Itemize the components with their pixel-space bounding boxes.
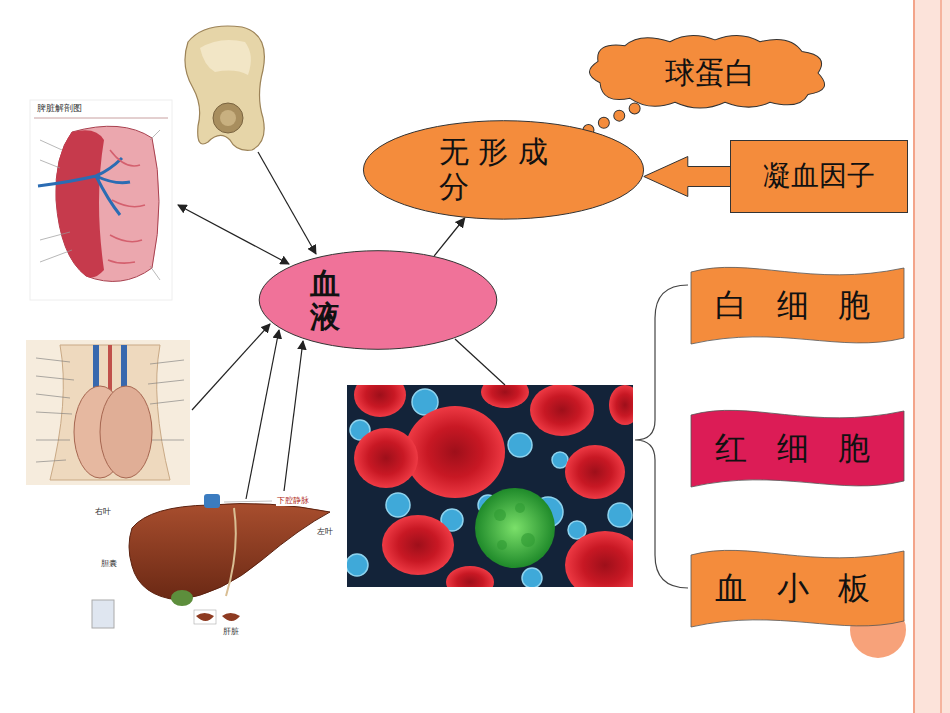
organ-arrows-part <box>178 205 289 264</box>
spleen-anatomy-picture-part <box>30 100 172 300</box>
blood-cell-photo-part-part <box>565 445 625 499</box>
organ-arrows-part <box>455 339 505 385</box>
node-text: 球蛋白 <box>665 56 755 91</box>
spleen-anatomy-picture-part <box>108 150 145 263</box>
block-arrow <box>644 157 732 197</box>
blood-cell-photo-part-part <box>568 521 586 539</box>
blood-cell-photo-part-part <box>347 554 368 576</box>
pelvis-bone-picture-part <box>220 110 236 126</box>
liver-picture-part <box>92 600 114 628</box>
blood-cell-photo-part-part <box>382 515 454 575</box>
cell-banner-fill <box>691 550 904 627</box>
plasma-ellipse-fill <box>363 121 643 219</box>
liver-picture-part <box>196 613 240 621</box>
picture-label: 脾脏解剖图 <box>36 104 83 114</box>
blood-cell-photo-part-part <box>530 385 594 436</box>
cell-banner-fill <box>691 410 904 487</box>
blood-cell-photo <box>347 385 633 587</box>
blood-ellipse-fill <box>259 251 497 350</box>
spleen-anatomy-picture <box>30 100 172 300</box>
bubble-outline <box>588 106 640 130</box>
blood-cell-photo-part-part <box>609 385 633 425</box>
thymus-picture-part <box>26 340 190 485</box>
cell-banner-fill <box>691 267 904 344</box>
thymus-picture-part <box>50 345 170 480</box>
blood-cell-photo-part-part <box>405 406 505 498</box>
bubble-fill <box>588 106 640 130</box>
blood-cell-photo-part-part <box>608 503 632 527</box>
picture-label: 胆囊 <box>100 560 118 569</box>
blood-ellipse: 血液 <box>258 250 498 350</box>
liver-picture-part <box>129 504 330 600</box>
cell-banner: 红 细 胞 <box>690 405 905 491</box>
liver-picture <box>92 494 330 628</box>
thymus-picture <box>26 340 190 485</box>
cell-banner: 白 细 胞 <box>690 262 905 348</box>
node-text: 血 小 板 <box>715 570 879 607</box>
liver-picture-part <box>204 494 220 508</box>
node-text: 血液 <box>310 267 340 333</box>
blood-cell-photo-part-part <box>354 428 418 488</box>
blood-cell-photo-part-part <box>354 385 406 417</box>
arrow-connector <box>434 218 465 256</box>
blood-cell-photo-part-part <box>446 566 494 587</box>
blood-cell-photo-part <box>475 488 555 568</box>
liver-picture-part <box>224 501 272 502</box>
blood-cell-photo-part-part <box>552 452 568 468</box>
bracket <box>635 285 688 588</box>
node-text: 凝血因子 <box>763 160 875 192</box>
organ-arrows-part <box>192 324 270 410</box>
liver-picture-part <box>171 590 193 606</box>
blood-cell-photo-part-part <box>521 533 535 547</box>
globulin-cloud-fill <box>589 35 824 108</box>
slide-border-part <box>940 0 942 713</box>
spleen-anatomy-picture-part <box>56 126 159 281</box>
pelvis-bone-picture-part <box>200 40 251 75</box>
blood-cell-photo-part-part <box>522 568 542 587</box>
block-arrow-shape <box>644 157 732 197</box>
picture-label: 左叶 <box>316 528 334 537</box>
globulin-cloud: 球蛋白 <box>580 34 840 112</box>
picture-label: 右叶 <box>94 508 112 517</box>
slide-border-part <box>913 0 915 713</box>
blood-ellipse-outline <box>258 250 498 350</box>
blood-cell-photo-part-part <box>481 385 529 408</box>
thought-bubbles <box>588 106 640 130</box>
picture-label: 肝脏 <box>222 628 240 637</box>
cell-banner: 血 小 板 <box>690 545 905 631</box>
spleen-anatomy-picture-part <box>56 130 104 277</box>
slide-border-part <box>914 0 950 713</box>
connector-line <box>434 218 465 256</box>
slide-border <box>914 0 950 713</box>
spleen-anatomy-picture-part <box>34 118 168 119</box>
spleen-anatomy-picture-part <box>40 130 160 280</box>
blood-cell-photo-part-part <box>386 493 410 517</box>
node-text: 白 细 胞 <box>715 287 879 324</box>
blood-cell-photo-part-part <box>565 531 633 587</box>
thymus-picture-part <box>36 358 184 462</box>
node-text: 红 细 胞 <box>715 430 879 467</box>
node-text: 无 形 成 分 <box>439 135 569 204</box>
pelvis-bone-picture-part <box>185 26 264 150</box>
liver-picture-part <box>226 508 236 596</box>
liver-picture-part <box>194 610 216 624</box>
clotting-factor-box: 凝血因子 <box>730 140 908 213</box>
spleen-anatomy-picture-part <box>38 158 130 215</box>
organ-arrows-part <box>246 330 279 499</box>
organ-arrows-part <box>284 341 303 491</box>
pelvis-bone-picture-part <box>213 103 243 133</box>
blood-cell-photo-part-part <box>497 540 507 550</box>
thymus-picture-part <box>100 386 152 478</box>
blood-cell-photo-part-part <box>494 509 506 521</box>
picture-label: 下腔静脉 <box>276 497 310 506</box>
blood-cell-photo-part-part <box>515 503 525 513</box>
blood-cell-photo-part <box>494 503 535 550</box>
blood-cell-photo-part-part <box>508 433 532 457</box>
organ-arrows-part <box>258 152 316 254</box>
blood-cell-photo-part <box>354 385 633 587</box>
plasma-ellipse: 无 形 成 分 <box>362 120 645 220</box>
pelvis-bone-picture <box>185 26 264 150</box>
